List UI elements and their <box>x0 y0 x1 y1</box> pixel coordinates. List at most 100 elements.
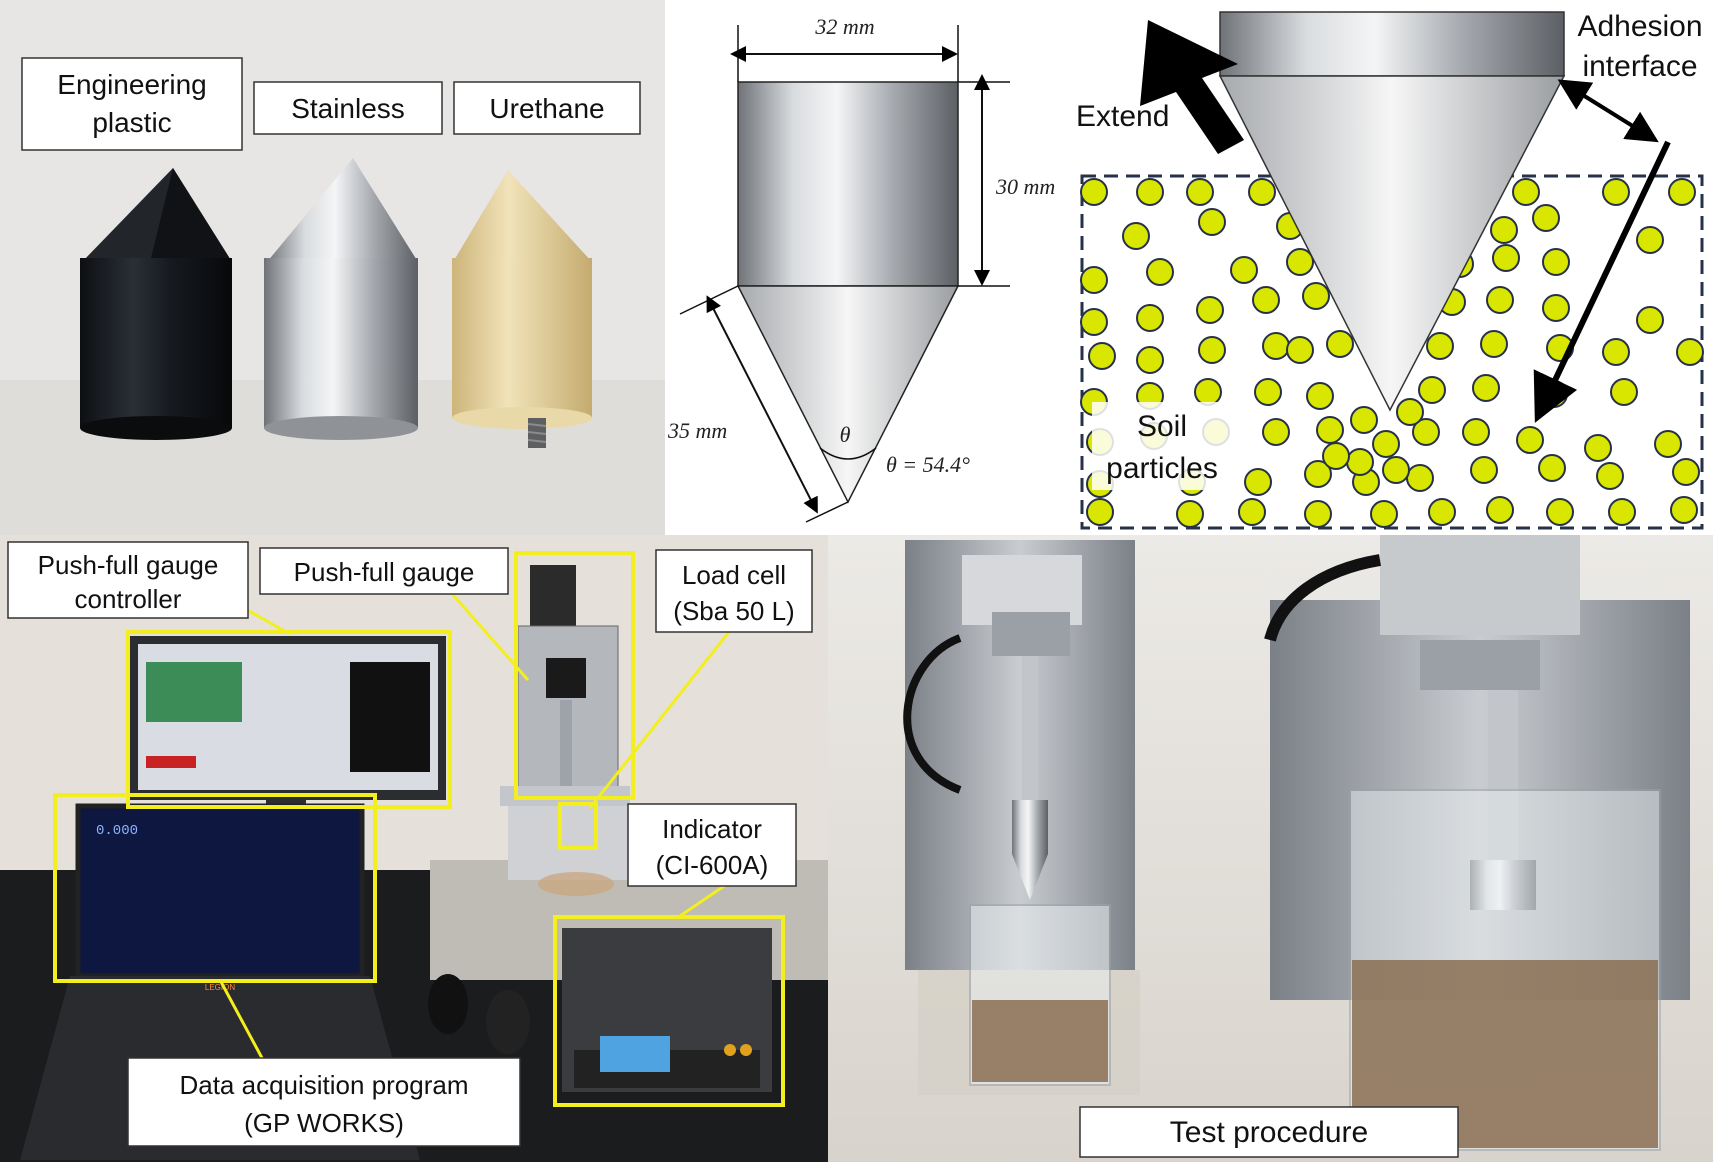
soil-particle <box>1088 342 1116 370</box>
label-indicator-line1: Indicator <box>662 814 762 844</box>
soil-line1: Soil <box>1137 410 1187 443</box>
soil-particle <box>1194 378 1222 406</box>
soil-particle <box>1418 376 1446 404</box>
highlight-push-gauge <box>514 551 635 800</box>
soil-particle <box>1304 500 1332 528</box>
soil-particle <box>1186 178 1214 206</box>
angle-value: θ = 54.4° <box>886 452 970 477</box>
stainless-specimen <box>264 158 418 440</box>
soil-particle <box>1672 458 1700 486</box>
soil-particle <box>1396 398 1424 426</box>
soil-line2: particles <box>1106 452 1218 485</box>
soil-particle <box>1286 336 1314 364</box>
soil-particle <box>1490 216 1518 244</box>
label-stainless-text: Stainless <box>291 93 405 124</box>
soil-particle <box>1350 406 1378 434</box>
soil-particle <box>1546 498 1574 526</box>
soil-particle <box>1676 338 1704 366</box>
schematic-cone <box>1218 11 1566 412</box>
soil-particle <box>1412 418 1440 446</box>
label-indicator-line2: (CI-600A) <box>656 850 769 880</box>
soil-particle <box>1480 330 1508 358</box>
soil-particle <box>1254 378 1282 406</box>
soil-particle <box>1372 430 1400 458</box>
soil-particle <box>1426 332 1454 360</box>
soil-particle <box>1492 244 1520 272</box>
soil-particle <box>1176 500 1204 528</box>
soil-particle <box>1602 338 1630 366</box>
label-test-procedure: Test procedure <box>1079 1106 1459 1158</box>
soil-particle <box>1136 178 1164 206</box>
soil-particle <box>1136 304 1164 332</box>
indicator-device <box>562 928 772 1092</box>
angle-symbol: θ <box>840 422 851 447</box>
label-push-gauge-text: Push-full gauge <box>294 557 475 587</box>
highlight-indicator <box>553 915 785 1107</box>
angle-arc <box>819 447 877 460</box>
soil-particle <box>1516 426 1544 454</box>
soil-particle <box>1486 496 1514 524</box>
soil-particle <box>1238 498 1266 526</box>
soil-particle <box>1302 282 1330 310</box>
soil-particle <box>1654 430 1682 458</box>
label-load-cell: Load cell (Sba 50 L) <box>655 549 813 633</box>
push-gauge-tower <box>500 565 630 896</box>
soil-particle <box>1316 416 1344 444</box>
adhesion-interface-arrow <box>1557 79 1659 143</box>
label-urethane: Urethane <box>453 81 641 135</box>
soil-particle <box>1462 418 1490 446</box>
label-engineering-plastic: Engineering plastic <box>21 57 243 151</box>
label-engineering-line2: plastic <box>92 107 171 138</box>
soil-particle <box>1382 456 1410 484</box>
soil-particle <box>1080 266 1108 294</box>
test-procedure-caption: Test procedure <box>1170 1116 1368 1149</box>
soil-particle <box>1122 222 1150 250</box>
laptop-display-value: 0.000 <box>96 823 138 839</box>
highlight-laptop <box>53 793 377 983</box>
label-urethane-text: Urethane <box>489 93 604 124</box>
soil-particle <box>1304 460 1332 488</box>
cone-cylinder-body <box>737 81 959 287</box>
adhesion-line1: Adhesion <box>1577 10 1702 43</box>
soil-particle <box>1244 468 1272 496</box>
soil-particle <box>1542 294 1570 322</box>
soil-particle <box>1532 204 1560 232</box>
soil-particle <box>1080 308 1108 336</box>
extend-arrow <box>1140 20 1244 154</box>
panel-cone-dimensions: 32 mm 30 mm 35 mm θ θ = 54.4° <box>667 14 1055 523</box>
soil-particle <box>1080 178 1108 206</box>
soil-particle <box>1472 374 1500 402</box>
soil-particle <box>1636 226 1664 254</box>
soil-particle <box>1584 434 1612 462</box>
soil-particle <box>1538 454 1566 482</box>
label-push-gauge: Push-full gauge <box>259 547 509 595</box>
soil-particle <box>1636 306 1664 334</box>
soil-particle <box>1230 256 1258 284</box>
soil-particle <box>1470 456 1498 484</box>
soil-particle <box>1146 258 1174 286</box>
label-daq: Data acquisition program (GP WORKS) <box>127 1057 521 1147</box>
label-daq-line1: Data acquisition program <box>179 1070 468 1100</box>
label-load-cell-line2: (Sba 50 L) <box>673 596 794 626</box>
label-engineering-line1: Engineering <box>57 69 206 100</box>
label-pg-controller: Push-full gauge controller <box>7 541 249 619</box>
cone-side-label: 35 mm <box>667 418 727 443</box>
soil-particle <box>1512 178 1540 206</box>
mouse-orange <box>486 990 530 1054</box>
urethane-specimen <box>452 170 592 448</box>
top-width-label: 32 mm <box>814 14 874 39</box>
panel-equipment-setup-photo: 0.000 LEGION <box>0 535 828 1162</box>
soil-particle <box>1602 178 1630 206</box>
soil-particle <box>1406 464 1434 492</box>
soil-particle <box>1262 332 1290 360</box>
label-stainless: Stainless <box>253 81 443 135</box>
soil-particle <box>1608 498 1636 526</box>
soil-particle <box>1486 286 1514 314</box>
soil-particle <box>1086 498 1114 526</box>
soil-particle <box>1668 178 1696 206</box>
panel-specimens-photo: Engineering plastic Stainless Urethane <box>0 0 665 535</box>
panel-test-procedure-photo: Test procedure <box>828 535 1713 1162</box>
soil-particle <box>1670 496 1698 524</box>
laptop-brand: LEGION <box>205 983 235 992</box>
